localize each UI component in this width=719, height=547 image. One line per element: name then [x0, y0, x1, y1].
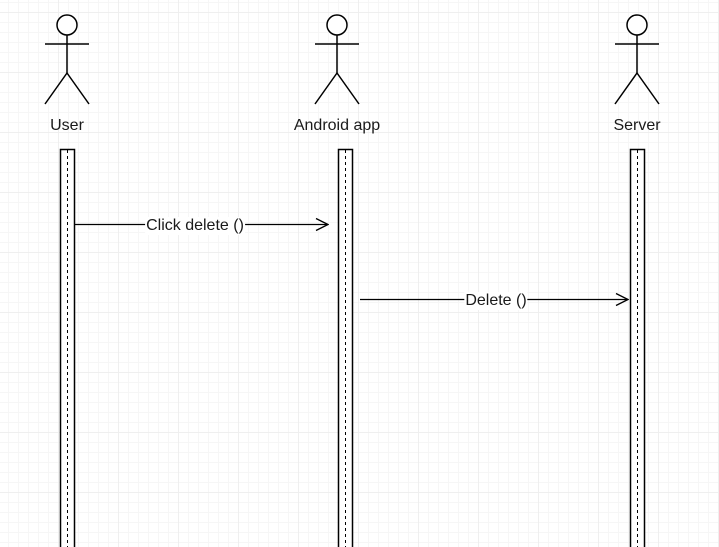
server-lifeline[interactable]: [629, 148, 646, 547]
android-app-lifeline[interactable]: [337, 148, 354, 547]
user-lifeline[interactable]: [59, 148, 76, 547]
android-app-actor-label: Android app: [293, 117, 381, 134]
server-actor-figure[interactable]: [614, 14, 660, 105]
server-actor-label: Server: [613, 117, 661, 134]
click-delete-message-label: Click delete (): [145, 217, 245, 235]
delete-message-label: Delete (): [464, 292, 528, 310]
android-app-actor-figure[interactable]: [314, 14, 360, 105]
user-actor-figure[interactable]: [44, 14, 90, 105]
user-actor-label: User: [50, 117, 84, 134]
